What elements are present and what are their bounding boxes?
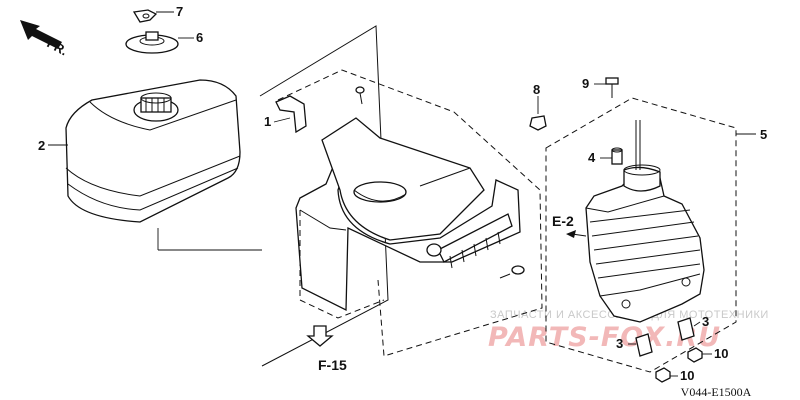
flange-bolt <box>605 77 619 98</box>
muffler-assembly <box>545 97 737 373</box>
flange-nut-lower <box>655 367 671 383</box>
shroud-screw <box>355 86 365 105</box>
callout-5: 5 <box>760 127 767 142</box>
rubber-mount <box>529 115 547 131</box>
fan-shroud <box>295 117 521 312</box>
callout-7: 7 <box>176 4 183 19</box>
grommet <box>426 243 442 257</box>
exhaust-stud-left <box>635 333 653 357</box>
callout-1: 1 <box>264 114 271 129</box>
callout-2: 2 <box>38 138 45 153</box>
front-direction-indicator: FR. <box>20 20 70 58</box>
fuel-cap <box>125 31 179 54</box>
callout-8: 8 <box>533 82 540 97</box>
fuel-tank-bracket <box>275 95 307 134</box>
f15-arrow-icon <box>306 325 334 347</box>
callout-10-upper: 10 <box>714 346 728 361</box>
e2-arrow-icon <box>566 230 576 238</box>
reference-e2: E-2 <box>552 213 587 238</box>
callout-3-right: 3 <box>702 314 709 329</box>
shroud-bolt <box>499 265 525 279</box>
collar <box>611 147 623 165</box>
exhaust-stud-right <box>677 317 695 341</box>
diagram-code: V044-E1500A <box>681 385 752 399</box>
callout-4: 4 <box>588 150 596 165</box>
reference-f15: F-15 <box>306 325 347 373</box>
front-arrow-icon <box>20 20 62 49</box>
cap-clip <box>132 9 158 23</box>
flange-nut-upper <box>687 347 703 363</box>
fuel-tank <box>65 79 241 223</box>
callout-10-lower: 10 <box>680 368 694 383</box>
callout-3-left: 3 <box>616 336 623 351</box>
f15-label: F-15 <box>318 357 347 373</box>
callout-9: 9 <box>582 76 589 91</box>
e2-label: E-2 <box>552 213 574 229</box>
callout-6: 6 <box>196 30 203 45</box>
